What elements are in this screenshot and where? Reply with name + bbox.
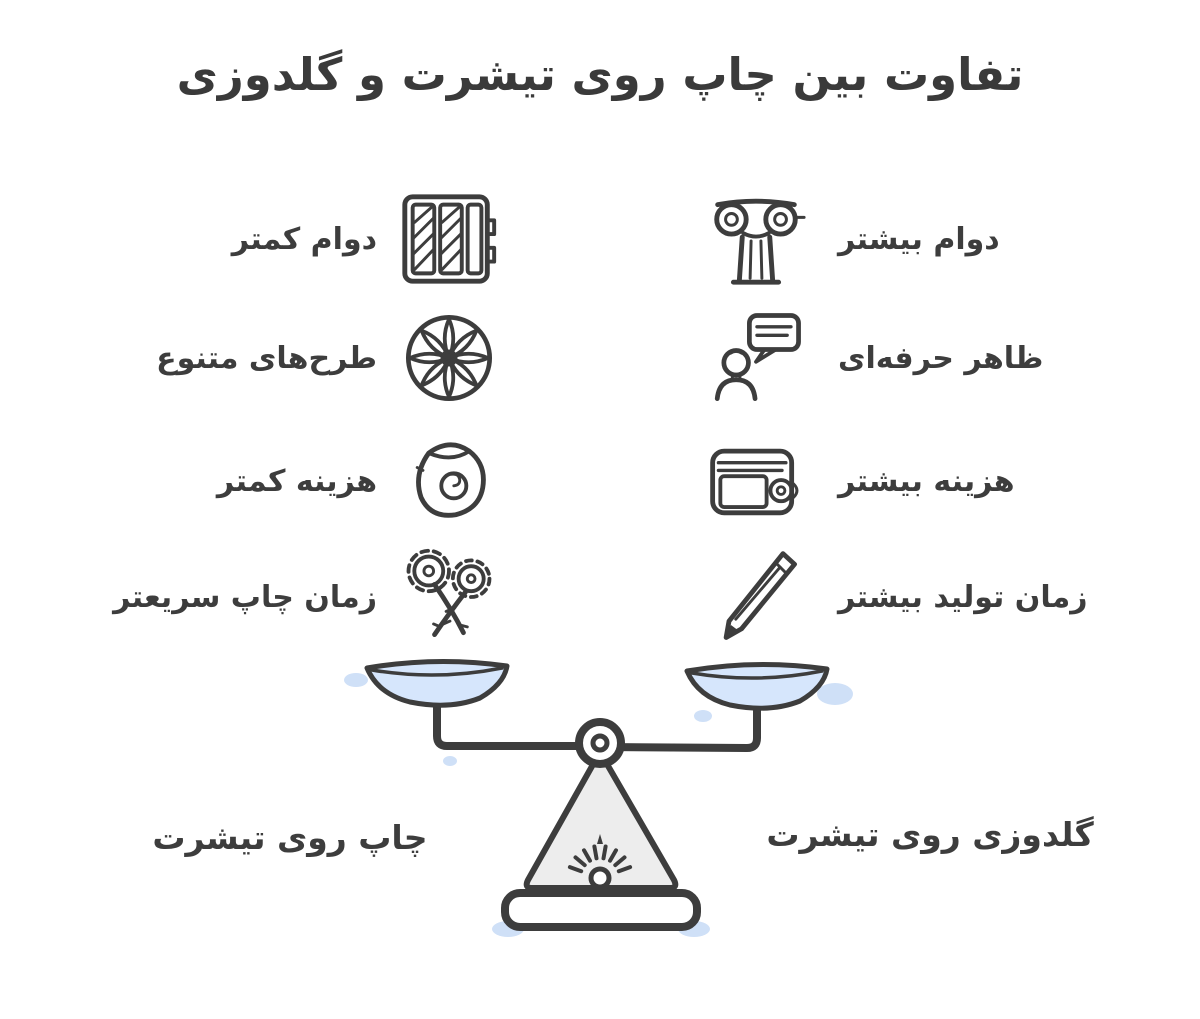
- feature-label: طرح‌های متنوع: [156, 340, 377, 376]
- feature-row-left-1: دوام کمتر: [55, 183, 505, 295]
- crossed-flowers-icon: [393, 541, 505, 653]
- feature-row-right-2: ظاهر حرفه‌ای: [700, 302, 1170, 414]
- person-speech-icon: [700, 302, 812, 414]
- feature-row-right-1: دوام بیشتر: [700, 183, 1170, 295]
- feature-label: ظاهر حرفه‌ای: [838, 340, 1044, 376]
- feature-label: زمان تولید بیشتر: [838, 579, 1088, 615]
- scale-pan-right: [684, 661, 830, 711]
- wallet-icon: [700, 425, 812, 537]
- feature-label: هزینه کمتر: [216, 463, 377, 499]
- right-side-label: گلدوزی روی تیشرت: [766, 815, 1094, 854]
- money-pouch-icon: [393, 425, 505, 537]
- scale-pan-left: [364, 658, 510, 708]
- feature-label: دوام کمتر: [231, 221, 377, 257]
- feature-label: زمان چاپ سریعتر: [113, 579, 377, 615]
- page-title: تفاوت بین چاپ روی تیشرت و گلدوزی: [176, 48, 1024, 101]
- feature-row-right-3: هزینه بیشتر: [700, 425, 1170, 537]
- fabric-swatch-icon: [393, 183, 505, 295]
- pattern-wheel-icon: [393, 302, 505, 414]
- scale-beam: [433, 698, 761, 752]
- balance-scale: [330, 636, 870, 956]
- left-side-label: چاپ روی تیشرت: [152, 818, 428, 857]
- scale-pivot: [575, 718, 625, 768]
- feature-row-left-4: زمان چاپ سریعتر: [55, 541, 505, 653]
- feature-row-left-2: طرح‌های متنوع: [55, 302, 505, 414]
- feature-row-left-3: هزینه کمتر: [55, 425, 505, 537]
- feature-row-right-4: زمان تولید بیشتر: [700, 541, 1170, 653]
- feature-label: هزینه بیشتر: [838, 463, 1015, 499]
- feature-label: دوام بیشتر: [838, 221, 1000, 257]
- column-icon: [700, 183, 812, 295]
- scale-base: [501, 889, 701, 931]
- needle-icon: [700, 541, 812, 653]
